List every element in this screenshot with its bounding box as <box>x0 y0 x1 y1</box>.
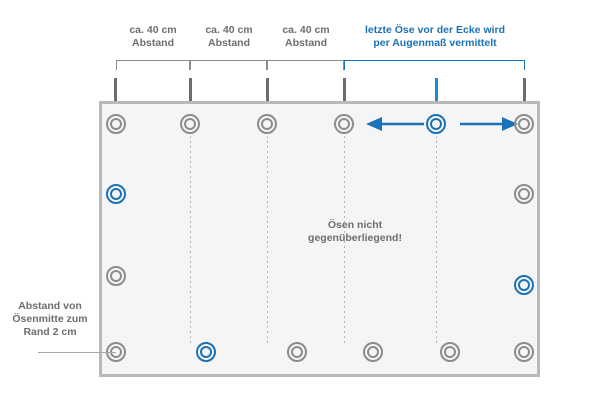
grommet-icon <box>287 342 307 362</box>
dimension-bracket-3 <box>267 60 344 70</box>
grommet-icon <box>334 114 354 134</box>
grommet-bottom-2-highlighted[interactable] <box>196 342 216 362</box>
grommet-left-1-highlighted[interactable] <box>106 184 126 204</box>
grommet-icon <box>106 184 126 204</box>
grommet-bottom-3[interactable] <box>287 342 307 362</box>
grommet-icon <box>440 342 460 362</box>
grommet-icon <box>426 114 446 134</box>
tick-mark-1 <box>114 78 117 102</box>
grommet-icon <box>106 266 126 286</box>
tarp-panel <box>99 101 540 377</box>
grommet-top-3[interactable] <box>257 114 277 134</box>
grommet-bottom-4[interactable] <box>363 342 383 362</box>
grommet-top-4[interactable] <box>334 114 354 134</box>
center-note: Ösen nicht gegenüberliegend! <box>308 219 402 244</box>
arrow-left-icon <box>366 117 424 131</box>
grommet-right-2-highlighted[interactable] <box>514 275 534 295</box>
grommet-icon <box>514 184 534 204</box>
alignment-dotted-line <box>190 136 191 344</box>
dimension-bracket-1 <box>116 60 190 70</box>
tick-mark-3 <box>266 78 269 102</box>
corner-eyelet-note: letzte Öse vor der Ecke wird per Augenma… <box>364 24 506 49</box>
tick-mark-2 <box>189 78 192 102</box>
alignment-dotted-line <box>344 136 345 344</box>
grommet-icon <box>196 342 216 362</box>
arrow-right-icon <box>460 117 518 131</box>
grommet-bottom-6[interactable] <box>514 342 534 362</box>
edge-distance-note: Abstand von Ösenmitte zum Rand 2 cm <box>12 300 88 338</box>
grommet-icon <box>514 342 534 362</box>
edge-distance-leader-line <box>38 352 116 353</box>
dimension-bracket-2 <box>190 60 267 70</box>
alignment-dotted-line <box>267 136 268 344</box>
spacing-label-3: ca. 40 cm Abstand <box>282 24 330 49</box>
tick-mark-4 <box>343 78 346 102</box>
alignment-dotted-line <box>436 136 437 344</box>
grommet-bottom-5[interactable] <box>440 342 460 362</box>
grommet-top-1[interactable] <box>106 114 126 134</box>
dimension-bracket-corner <box>344 60 525 70</box>
grommet-right-1[interactable] <box>514 184 534 204</box>
grommet-top-6[interactable] <box>514 114 534 134</box>
grommet-top-2[interactable] <box>180 114 200 134</box>
grommet-icon <box>180 114 200 134</box>
spacing-label-1: ca. 40 cm Abstand <box>129 24 177 49</box>
tick-mark-5 <box>435 78 438 102</box>
grommet-icon <box>106 114 126 134</box>
spacing-label-2: ca. 40 cm Abstand <box>205 24 253 49</box>
grommet-icon <box>363 342 383 362</box>
grommet-icon <box>257 114 277 134</box>
grommet-top-5-highlighted[interactable] <box>426 114 446 134</box>
tick-mark-6 <box>523 78 526 102</box>
grommet-left-2[interactable] <box>106 266 126 286</box>
grommet-icon <box>514 114 534 134</box>
grommet-icon <box>514 275 534 295</box>
